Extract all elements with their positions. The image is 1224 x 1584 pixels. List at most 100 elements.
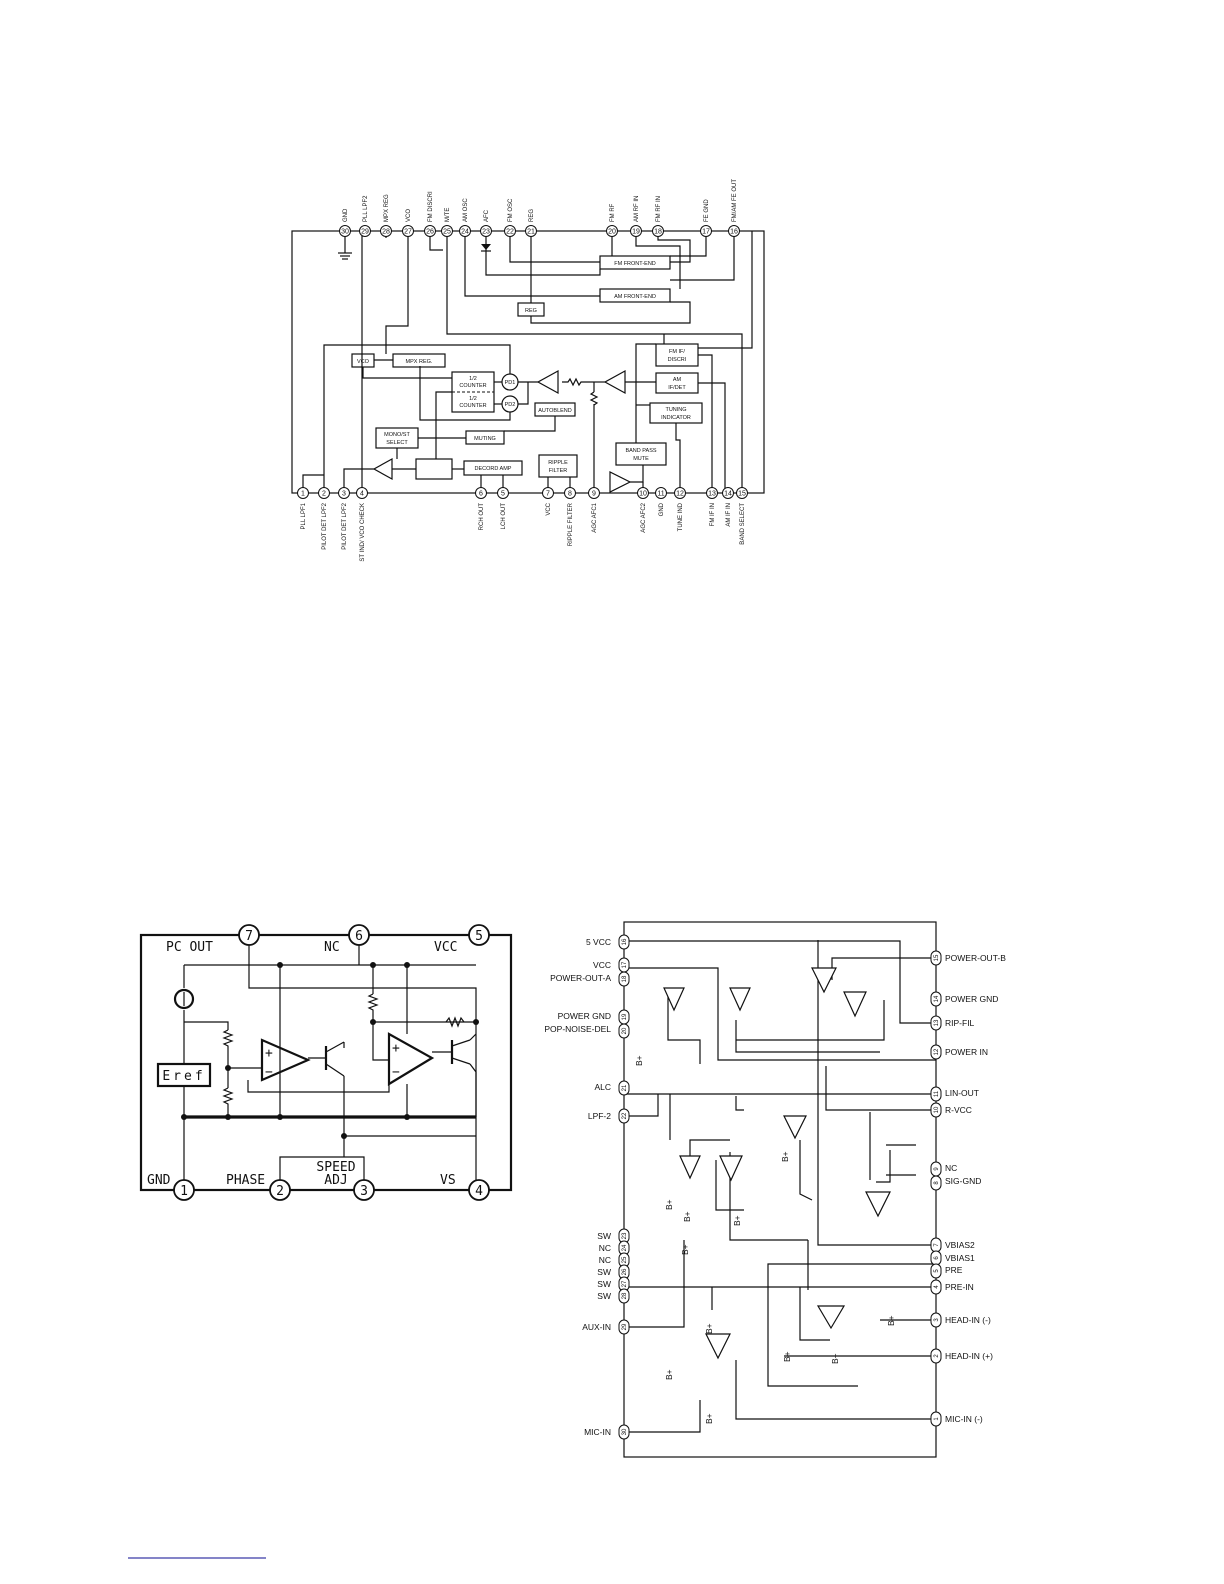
pin-18: 18 FM RF IN: [652, 196, 664, 237]
svg-text:30: 30: [622, 1428, 628, 1435]
svg-text:MPX REG: MPX REG: [384, 194, 390, 222]
svg-text:27: 27: [404, 229, 412, 236]
svg-text:23: 23: [622, 1232, 628, 1239]
svg-text:RIPPLE: RIPPLE: [548, 460, 568, 466]
svg-text:6: 6: [355, 929, 363, 944]
svg-text:DISCRI: DISCRI: [668, 357, 687, 363]
svg-text:BAND PASS: BAND PASS: [625, 448, 656, 454]
svg-text:7: 7: [546, 491, 550, 498]
bplus-markers: B+ B+ B+ B+ B+ B+ B+ B+ B+ B+ B+ B+: [634, 1055, 896, 1424]
svg-text:MONO/ST: MONO/ST: [384, 432, 410, 438]
amp-pin-12: 12 POWER IN: [930, 1044, 988, 1060]
pd2-block: PD2: [501, 395, 519, 413]
pin-22: 22 FM OSC: [504, 198, 516, 237]
svg-text:16: 16: [622, 938, 628, 945]
svg-text:IF/DET: IF/DET: [668, 385, 686, 391]
op-amp: [663, 987, 685, 1012]
svg-text:NC: NC: [945, 1163, 957, 1173]
amp-pin-26: 26 SW: [597, 1264, 630, 1280]
svg-text:23: 23: [482, 229, 490, 236]
svg-text:NC: NC: [599, 1243, 611, 1253]
amp-pin-20: 20 POP-NOISE-DEL: [544, 1023, 630, 1039]
svg-text:LIN-OUT: LIN-OUT: [945, 1088, 979, 1098]
amp-pin-19: 19 POWER GND: [558, 1009, 630, 1025]
op-amp: [719, 1155, 743, 1182]
pin-20: 20 FM RF: [606, 203, 618, 237]
op-amp: [811, 967, 837, 994]
reg-block: REG: [517, 302, 545, 317]
svg-text:HEAD-IN (+): HEAD-IN (+): [945, 1351, 993, 1361]
svg-text:PILOT DET LPF2: PILOT DET LPF2: [322, 502, 328, 549]
svg-text:2: 2: [934, 1354, 940, 1358]
resistor: [589, 391, 599, 406]
svg-text:GND: GND: [659, 502, 665, 516]
amp-pin-4: 4 PRE-IN: [930, 1279, 974, 1295]
pin-7: 7 VCC: [542, 487, 554, 516]
svg-text:VCO: VCO: [357, 359, 370, 365]
svg-text:SW: SW: [597, 1267, 611, 1277]
svg-text:11: 11: [934, 1090, 940, 1097]
svg-text:B+: B+: [680, 1244, 690, 1255]
svg-text:16: 16: [730, 229, 738, 236]
fm-am-top-pins: 30 GND 29 PLL LPF2 28 MPX REG 27 VCO 26 …: [339, 179, 740, 237]
svg-text:GND: GND: [343, 208, 349, 222]
pin-27: 27 VCO: [402, 209, 414, 237]
pin-8: 8 RIPPLE FILTER: [564, 487, 576, 546]
motor-pin-1: 1 GND: [147, 1173, 195, 1201]
svg-text:20: 20: [608, 229, 616, 236]
svg-text:10: 10: [639, 491, 647, 498]
svg-text:3: 3: [360, 1184, 368, 1199]
svg-text:26: 26: [622, 1268, 628, 1275]
pd1-block: PD1: [501, 373, 519, 391]
svg-text:B+: B+: [780, 1151, 790, 1162]
svg-text:RIPPLE FILTER: RIPPLE FILTER: [568, 502, 574, 546]
svg-text:FM IF/: FM IF/: [669, 349, 685, 355]
svg-text:21: 21: [622, 1084, 628, 1091]
svg-text:4: 4: [934, 1285, 940, 1289]
pin-15: 15 BAND SELECT: [736, 487, 748, 545]
svg-text:PRE: PRE: [945, 1265, 963, 1275]
svg-text:3: 3: [934, 1318, 940, 1322]
eref-block: Eref: [156, 1062, 212, 1088]
svg-text:RCH OUT: RCH OUT: [479, 503, 485, 531]
svg-text:14: 14: [934, 995, 940, 1002]
svg-text:POWER-OUT-A: POWER-OUT-A: [550, 973, 611, 983]
svg-text:FM FRONT-END: FM FRONT-END: [614, 261, 656, 267]
svg-text:4: 4: [475, 1184, 483, 1199]
svg-text:PHASE: PHASE: [226, 1173, 265, 1188]
svg-text:12: 12: [934, 1048, 940, 1055]
svg-text:B+: B+: [830, 1353, 840, 1364]
fm-am-bottom-pins: 1 PLL LPF1 2 PILOT DET LPF2 3 PILOT DET …: [297, 487, 748, 562]
svg-text:VCC: VCC: [434, 940, 457, 955]
svg-text:B+: B+: [704, 1413, 714, 1424]
svg-text:SW: SW: [597, 1279, 611, 1289]
svg-text:COUNTER: COUNTER: [459, 383, 486, 389]
svg-text:15: 15: [738, 491, 746, 498]
op-amp-2: + −: [387, 1032, 435, 1086]
svg-text:B+: B+: [782, 1351, 792, 1362]
pin-3: 3 PILOT DET LPF2: [338, 487, 350, 550]
svg-text:Eref: Eref: [162, 1069, 205, 1084]
amp-pin-17: 17 VCC: [593, 957, 630, 973]
svg-text:21: 21: [527, 229, 535, 236]
speed-adj-label: SPEED: [316, 1160, 355, 1175]
band-pass-mute-block: BAND PASS MUTE: [615, 442, 667, 466]
svg-text:VBIAS2: VBIAS2: [945, 1240, 975, 1250]
resistor: [367, 993, 379, 1012]
op-amp-1: + −: [260, 1038, 311, 1082]
svg-text:AUTOBLEND: AUTOBLEND: [538, 408, 572, 414]
svg-text:17: 17: [702, 229, 710, 236]
pin-29: 29 PLL LPF2: [359, 195, 371, 237]
svg-text:1: 1: [301, 491, 305, 498]
svg-text:1/2: 1/2: [469, 396, 477, 402]
pin-19: 19 AM RF IN: [630, 196, 642, 237]
motor-pin-7: 7 PC OUT: [166, 924, 260, 955]
amp-pin-21: 21 ALC: [594, 1080, 630, 1096]
pin-26: 26 FM DISCRI: [424, 191, 436, 237]
svg-text:AFC: AFC: [484, 209, 490, 222]
motor-pin-3: 3 SPEED ADJ: [316, 1160, 375, 1201]
matrix-block: [415, 458, 453, 480]
svg-text:6: 6: [479, 491, 483, 498]
svg-text:NC: NC: [599, 1255, 611, 1265]
svg-text:19: 19: [622, 1013, 628, 1020]
